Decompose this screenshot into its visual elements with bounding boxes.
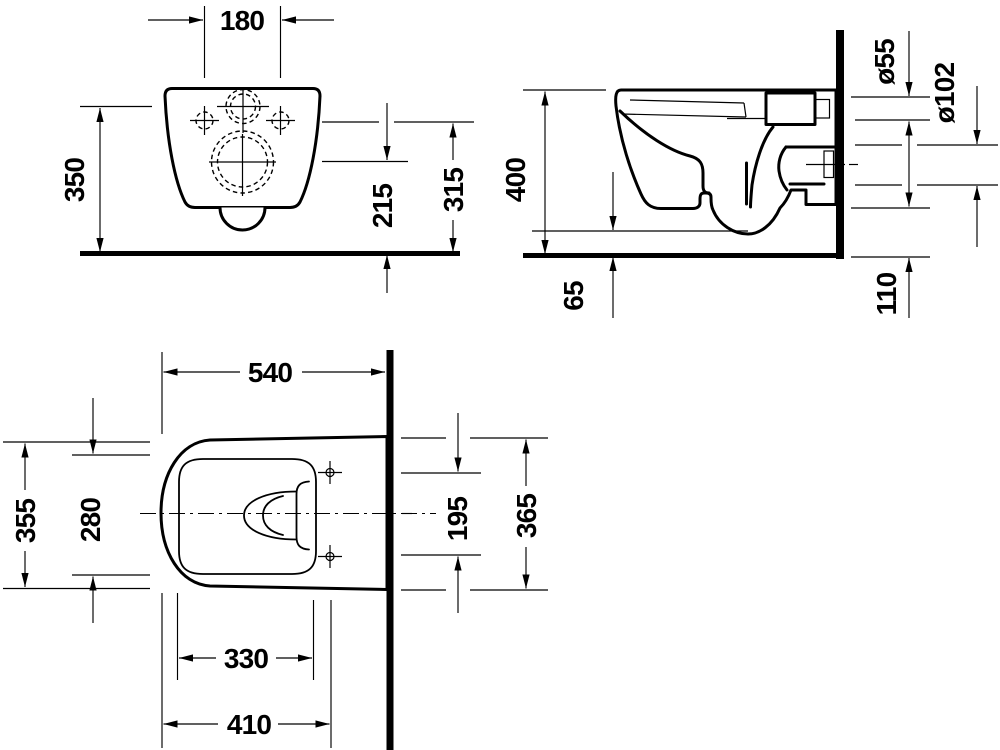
dim-plan-body-width: 355 xyxy=(10,443,41,587)
side-rim-line-end xyxy=(743,102,747,118)
plan-inner-rim xyxy=(178,458,317,575)
plan-bottom-extension-lines xyxy=(161,593,332,748)
dim-label-110: 110 xyxy=(871,272,902,315)
plan-right-extension-lines xyxy=(401,437,548,591)
dim-side-underside-clearance: 65 xyxy=(532,172,748,318)
dim-side-inlet-diameter: ø55 xyxy=(869,31,913,207)
dim-label-dia102: ø102 xyxy=(929,62,960,123)
dim-label-350: 350 xyxy=(59,158,90,203)
dim-label-540: 540 xyxy=(248,357,293,388)
plan-left-extension-lines xyxy=(3,441,150,590)
plan-fixing-hole-bottom xyxy=(318,545,342,568)
dim-front-hole-spacing: 180 xyxy=(148,5,334,78)
dim-label-65: 65 xyxy=(558,281,589,311)
dim-label-330: 330 xyxy=(224,643,269,674)
dim-plan-inner-rim-depth: 330 xyxy=(179,643,312,674)
dim-label-315: 315 xyxy=(438,168,469,213)
dim-front-outlet-height: 215 xyxy=(322,103,408,293)
side-inlet-block xyxy=(764,91,817,126)
dim-label-dia55: ø55 xyxy=(869,39,900,85)
dim-plan-hole-spacing: 195 xyxy=(442,413,473,613)
dim-side-outlet-base-height: 110 xyxy=(871,258,913,318)
dim-side-outlet-diameter: ø102 xyxy=(929,62,981,247)
plan-view: 540 355 280 xyxy=(3,350,548,750)
side-rim-line-bottom xyxy=(621,113,747,118)
dim-side-overall-height: 400 xyxy=(500,89,606,254)
front-outlet-bump xyxy=(218,207,267,232)
dim-label-355: 355 xyxy=(10,499,41,544)
plan-fixing-hole-top xyxy=(318,461,342,484)
dim-plan-depth: 540 xyxy=(161,352,385,434)
side-bowl-back-curve xyxy=(749,125,775,209)
dim-plan-rear-width: 365 xyxy=(511,439,542,589)
dim-label-410: 410 xyxy=(227,709,272,740)
side-rim-line-top xyxy=(629,99,745,104)
fixing-hole-mark-right xyxy=(266,106,295,135)
side-bowl-inner-curve xyxy=(618,109,711,195)
side-outlet-pipe-curve xyxy=(777,145,789,192)
dim-label-180: 180 xyxy=(220,5,265,36)
side-view: 400 65 ø55 ø102 xyxy=(500,30,998,318)
dim-front-fixing-height: 315 xyxy=(322,121,474,252)
side-right-extension-lines xyxy=(851,96,998,258)
dim-plan-front-to-holes: 410 xyxy=(163,709,330,740)
dim-plan-inner-width: 280 xyxy=(75,398,106,623)
side-inlet-spigot xyxy=(814,98,831,119)
dim-label-400: 400 xyxy=(500,158,531,203)
plan-water-outline xyxy=(243,480,310,551)
dim-label-215: 215 xyxy=(367,184,398,229)
dim-label-195: 195 xyxy=(442,497,473,542)
dim-front-inlet-height: 350 xyxy=(59,105,152,252)
dim-label-280: 280 xyxy=(75,498,106,543)
fixing-hole-mark-left xyxy=(190,106,219,135)
front-view: 180 350 215 315 xyxy=(59,5,474,293)
dim-label-365: 365 xyxy=(511,494,542,539)
